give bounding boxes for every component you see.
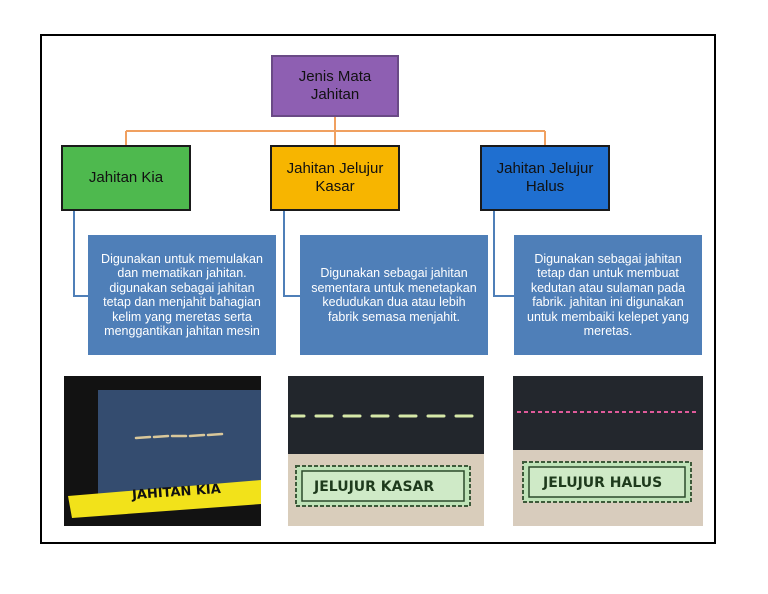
description-text: Digunakan untuk memulakan dan mematikan … [101,251,263,339]
description-text: Digunakan sebagai jahitan sementara untu… [311,266,477,324]
root-node-label: Jenis Mata Jahitan [298,68,372,103]
photo-label: JELUJUR KASAR [314,479,435,495]
root-node: Jenis Mata Jahitan [271,55,399,117]
node-jahitan-jelujur-kasar: Jahitan Jelujur Kasar [270,145,400,211]
photo-jelujur-kasar: JELUJUR KASAR [288,376,484,526]
denim-stitch-illustration [68,390,261,518]
description-text: Digunakan sebagai jahitan tetap dan untu… [527,251,689,339]
photo-jahitan-kia: JAHITAN KIA [64,376,261,526]
node-label: Jahitan Kia [88,169,164,186]
connector-halus-desc [493,211,514,297]
kasar-stitch-illustration [288,376,484,507]
halus-stitch-illustration [513,376,703,503]
description-jahitan-jelujur-halus: Digunakan sebagai jahitan tetap dan untu… [514,235,702,355]
photo-label: JELUJUR HALUS [543,475,663,491]
description-jahitan-kia: Digunakan untuk memulakan dan mematikan … [88,235,276,355]
node-label: Jahitan Jelujur Halus [496,160,594,195]
connector-kasar-desc [283,211,300,297]
node-label: Jahitan Jelujur Kasar [286,160,384,195]
node-jahitan-kia: Jahitan Kia [61,145,191,211]
description-jahitan-jelujur-kasar: Digunakan sebagai jahitan sementara untu… [300,235,488,355]
node-jahitan-jelujur-halus: Jahitan Jelujur Halus [480,145,610,211]
connector-kia-desc [73,211,88,297]
photo-jelujur-halus: JELUJUR HALUS [513,376,703,526]
